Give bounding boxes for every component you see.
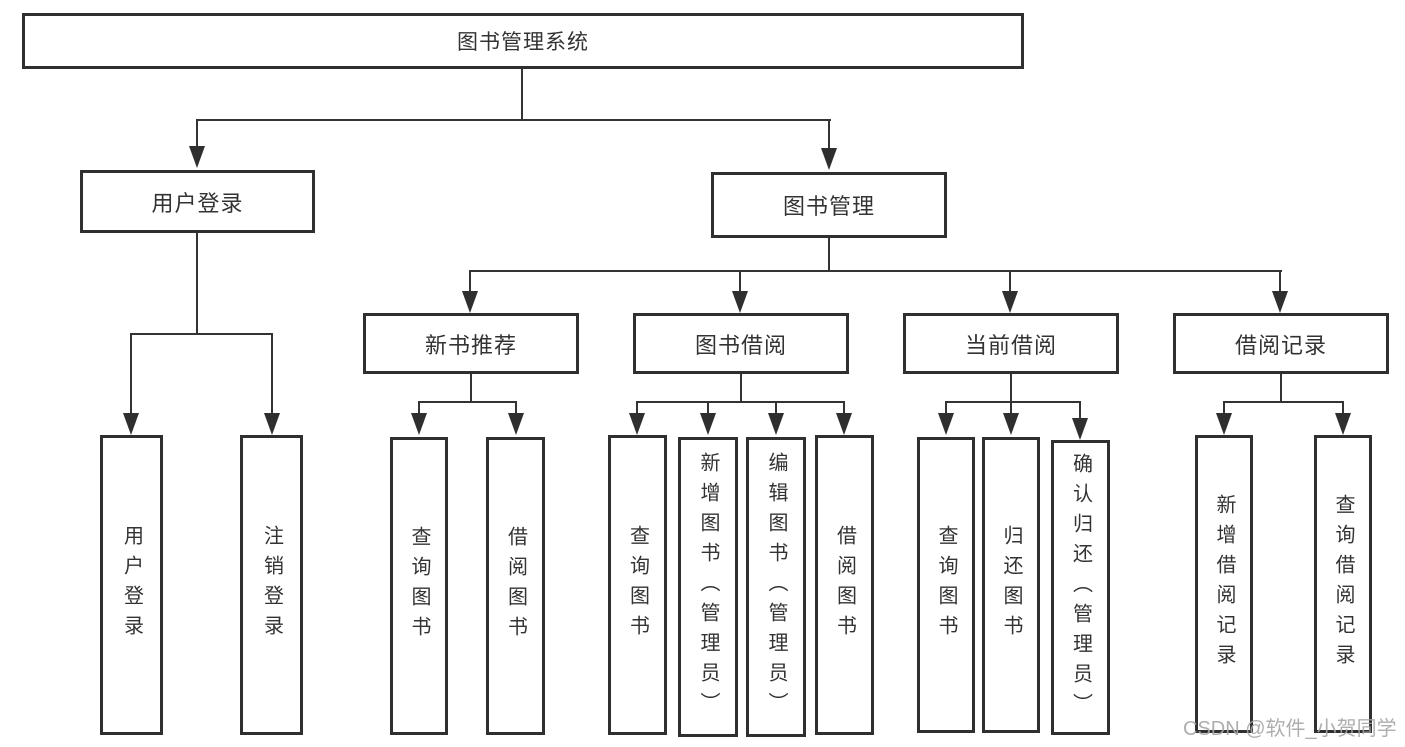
connector-line: [1223, 401, 1225, 413]
arrowhead-down-icon: [1072, 418, 1088, 440]
node-label: 图书管理系统: [457, 31, 589, 54]
connector-line: [775, 401, 777, 413]
leaf-query-books-current: 查询图书: [917, 437, 975, 733]
arrowhead-down-icon: [189, 146, 205, 168]
node-borrowing-records: 借阅记录: [1173, 313, 1389, 374]
leaf-borrow-books: 借阅图书: [815, 435, 874, 735]
node-label: 确认归还（管理员）: [1069, 452, 1092, 723]
connector-line: [521, 69, 523, 121]
arrowhead-down-icon: [836, 413, 852, 435]
node-book-management: 图书管理: [711, 172, 947, 238]
arrowhead-down-icon: [1272, 291, 1288, 313]
connector-line: [1010, 401, 1012, 413]
connector-line: [739, 270, 741, 293]
connector-line: [1010, 374, 1012, 403]
arrowhead-down-icon: [462, 291, 478, 313]
arrowhead-down-icon: [938, 413, 954, 435]
connector-line: [740, 374, 742, 403]
arrowhead-down-icon: [264, 413, 280, 435]
node-label: 新书推荐: [424, 332, 517, 358]
leaf-logout: 注销登录: [240, 435, 303, 735]
node-label: 查询借阅记录: [1332, 494, 1354, 674]
leaf-query-borrow-record: 查询借阅记录: [1314, 435, 1372, 733]
csdn-watermark: CSDN @软件_小贺同学: [1183, 718, 1397, 740]
node-label: 借阅图书: [504, 526, 527, 646]
leaf-user-login: 用户登录: [100, 435, 163, 735]
arrowhead-down-icon: [1002, 291, 1018, 313]
arrowhead-down-icon: [1003, 413, 1019, 435]
arrowhead-down-icon: [1335, 413, 1351, 435]
connector-line: [470, 374, 472, 403]
node-label: 当前借阅: [964, 332, 1057, 358]
connector-line: [469, 270, 471, 293]
arrowhead-down-icon: [700, 413, 716, 435]
connector-line: [515, 401, 517, 413]
node-user-login: 用户登录: [80, 170, 315, 233]
connector-line: [130, 333, 273, 335]
connector-line: [945, 401, 947, 413]
leaf-add-books-admin: 新增图书（管理员）: [678, 437, 738, 737]
node-label: 新增图书（管理员）: [697, 452, 719, 722]
connector-line: [707, 401, 709, 413]
connector-line: [196, 119, 831, 121]
arrowhead-down-icon: [821, 148, 837, 170]
node-current-borrowing: 当前借阅: [903, 313, 1119, 374]
node-label: 图书借阅: [694, 332, 787, 358]
leaf-query-books-borrow: 查询图书: [608, 435, 667, 735]
connector-line: [828, 238, 830, 272]
arrowhead-down-icon: [411, 413, 427, 435]
leaf-query-books-recommend: 查询图书: [390, 437, 448, 735]
leaf-return-books: 归还图书: [982, 437, 1040, 733]
connector-line: [130, 333, 132, 413]
connector-line: [271, 333, 273, 413]
node-label: 查询图书: [935, 525, 957, 645]
connector-line: [418, 401, 420, 413]
node-label: 归还图书: [1000, 525, 1022, 645]
arrowhead-down-icon: [508, 413, 524, 435]
connector-line: [1279, 270, 1281, 293]
node-label: 用户登录: [120, 525, 143, 645]
connector-line: [843, 401, 845, 413]
arrowhead-down-icon: [768, 413, 784, 435]
connector-line: [1280, 374, 1282, 403]
connector-line: [196, 119, 198, 148]
leaf-confirm-return-admin: 确认归还（管理员）: [1051, 440, 1110, 735]
leaf-edit-books-admin: 编辑图书（管理员）: [746, 437, 806, 737]
connector-line: [1223, 401, 1344, 403]
node-label: 用户登录: [151, 190, 244, 216]
node-label: 注销登录: [260, 525, 283, 645]
arrowhead-down-icon: [123, 413, 139, 435]
connector-line: [469, 270, 1282, 272]
connector-line: [1342, 401, 1344, 413]
arrowhead-down-icon: [629, 413, 645, 435]
node-label: 查询图书: [408, 526, 430, 646]
node-book-borrowing: 图书借阅: [633, 313, 849, 374]
node-label: 图书管理: [782, 194, 875, 219]
node-label: 借阅记录: [1234, 332, 1327, 358]
connector-line: [945, 401, 1081, 403]
node-label: 借阅图书: [833, 525, 856, 645]
node-label: 编辑图书（管理员）: [765, 452, 787, 722]
leaf-add-borrow-record: 新增借阅记录: [1195, 435, 1253, 733]
arrowhead-down-icon: [732, 291, 748, 313]
arrowhead-down-icon: [1216, 413, 1232, 435]
node-new-book-recommendation: 新书推荐: [363, 313, 579, 374]
connector-line: [636, 401, 845, 403]
node-label: 新增借阅记录: [1213, 494, 1235, 674]
connector-line: [1079, 401, 1081, 418]
connector-line: [196, 233, 198, 335]
connector-line: [1009, 270, 1011, 293]
connector-line: [828, 119, 830, 150]
leaf-borrow-books-recommend: 借阅图书: [486, 437, 545, 735]
connector-line: [636, 401, 638, 413]
node-library-management-system: 图书管理系统: [22, 13, 1024, 69]
connector-line: [418, 401, 517, 403]
node-label: 查询图书: [626, 525, 649, 645]
